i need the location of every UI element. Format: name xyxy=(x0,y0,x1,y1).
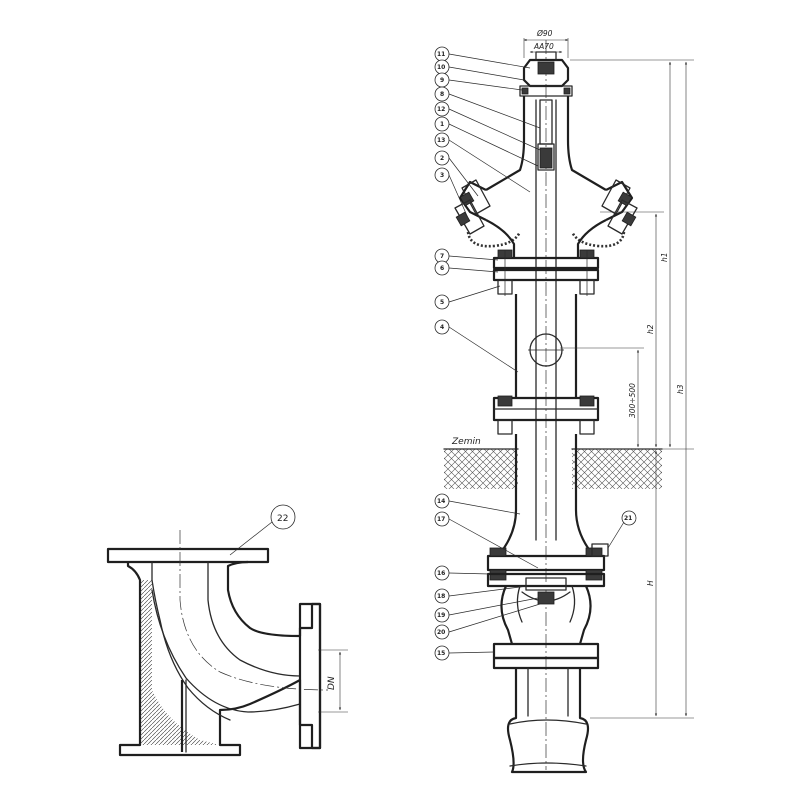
dim-dn: DN xyxy=(327,676,337,690)
dim-H: H xyxy=(646,580,655,586)
label-9: 9 xyxy=(440,77,444,84)
label-6: 6 xyxy=(440,265,444,272)
part-bubbles: 11 10 9 8 12 1 13 2 3 7 6 5 4 1 xyxy=(434,46,637,661)
label-7: 7 xyxy=(440,253,444,260)
bubble-22 xyxy=(270,504,296,530)
label-21: 21 xyxy=(624,515,632,522)
dim-h2: h2 xyxy=(646,324,655,334)
label-14: 14 xyxy=(437,498,445,505)
label-10: 10 xyxy=(437,64,445,71)
label-18: 18 xyxy=(437,593,445,600)
label-3: 3 xyxy=(440,172,444,179)
left-outlet xyxy=(454,179,491,235)
label-1: 1 xyxy=(440,121,444,128)
dim-range: 300÷500 xyxy=(628,383,637,418)
label-13: 13 xyxy=(437,137,445,144)
right-outlet xyxy=(601,179,638,235)
ground-label: Zemin xyxy=(451,437,481,447)
ground-hatch-right xyxy=(572,449,662,489)
label-4: 4 xyxy=(440,324,444,331)
label-8: 8 xyxy=(440,91,444,98)
hydrant-assembly: Zemin xyxy=(434,29,694,774)
dim-top-square: AA70 xyxy=(533,42,554,51)
dim-h3: h3 xyxy=(676,384,685,394)
label-12: 12 xyxy=(437,106,445,113)
label-17: 17 xyxy=(437,516,445,523)
dim-top-diameter: Ø90 xyxy=(536,29,553,38)
label-20: 20 xyxy=(437,629,445,636)
label-2: 2 xyxy=(440,155,444,162)
label-5: 5 xyxy=(440,299,444,306)
label-15: 15 xyxy=(437,650,445,657)
label-16: 16 xyxy=(437,570,445,577)
elbow-fitting: DN 22 xyxy=(106,504,348,757)
ground-hatch-left xyxy=(444,449,518,489)
label-11: 11 xyxy=(437,51,445,58)
leader-lines xyxy=(448,53,625,654)
label-22: 22 xyxy=(277,514,288,524)
dim-h1: h1 xyxy=(660,252,669,262)
label-19: 19 xyxy=(437,612,445,619)
